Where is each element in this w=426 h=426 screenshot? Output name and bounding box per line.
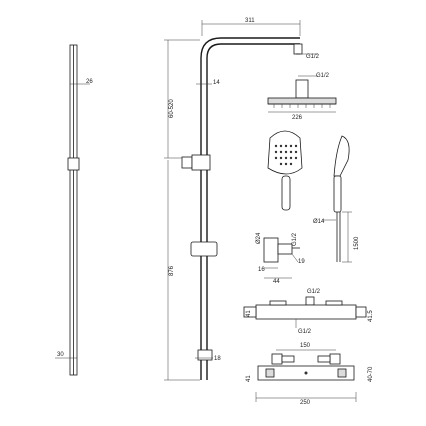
adjust-range-label: 60-520 xyxy=(169,99,175,118)
holder-thread-label: G1/2 xyxy=(292,232,298,246)
pipe-diameter-label: 14 xyxy=(213,80,220,86)
rail-diameter-label: 18 xyxy=(214,356,221,362)
valve-offset-label: 40-70 xyxy=(368,366,374,382)
temperature-handle-icon xyxy=(265,368,275,378)
rail-width-top-label: 26 xyxy=(86,79,93,85)
holder-height-label: 19 xyxy=(298,259,305,265)
diverter-knob xyxy=(181,156,193,169)
valve-thread-bottom-label: G1/2 xyxy=(298,329,312,335)
valve-height-left-label: 41 xyxy=(246,310,252,317)
holder-depth-label: 16 xyxy=(258,267,265,273)
rail-slider-block xyxy=(67,157,80,171)
rail-front-view: 26 30 xyxy=(55,44,93,376)
flow-handle-icon xyxy=(337,368,347,378)
total-height-label: 876 xyxy=(169,265,175,276)
valve-top-view: G1/2 G1/2 41 41.5 xyxy=(243,289,374,335)
holder-diameter-label: Ø24 xyxy=(256,232,262,244)
rail-width-bottom-label: 30 xyxy=(57,352,64,358)
wall-outlet-detail: Ø24 G1/2 16 44 19 xyxy=(256,232,305,285)
valve-front-view: 150 41 40-70 250 xyxy=(246,343,374,406)
hose-diameter-label: Ø14 xyxy=(313,219,325,225)
column-side-view: 311 G1/2 14 60-520 876 18 xyxy=(164,18,320,381)
arm-thread-label: G1/2 xyxy=(306,54,320,60)
valve-width-label: 250 xyxy=(300,400,311,406)
valve-thread-top-label: G1/2 xyxy=(307,289,321,295)
head-thread-label: G1/2 xyxy=(316,73,330,79)
holder-width-label: 44 xyxy=(273,279,280,285)
valve-spacing-label: 150 xyxy=(300,343,311,349)
overhead-shower-head: G1/2 226 xyxy=(267,73,337,121)
hose-length-label: 1500 xyxy=(354,236,360,250)
spray-nozzles xyxy=(273,104,331,108)
handshower-holder xyxy=(190,241,218,257)
arm-length-label: 311 xyxy=(245,18,255,24)
head-width-label: 226 xyxy=(292,115,303,121)
valve-height-right-label: 41.5 xyxy=(368,310,374,322)
hand-shower-nozzles xyxy=(274,144,298,166)
valve-height-front-label: 41 xyxy=(246,375,252,382)
hand-shower-front xyxy=(267,130,303,211)
hand-shower-side: Ø14 1500 xyxy=(313,135,360,263)
valve-body-top xyxy=(255,304,357,320)
